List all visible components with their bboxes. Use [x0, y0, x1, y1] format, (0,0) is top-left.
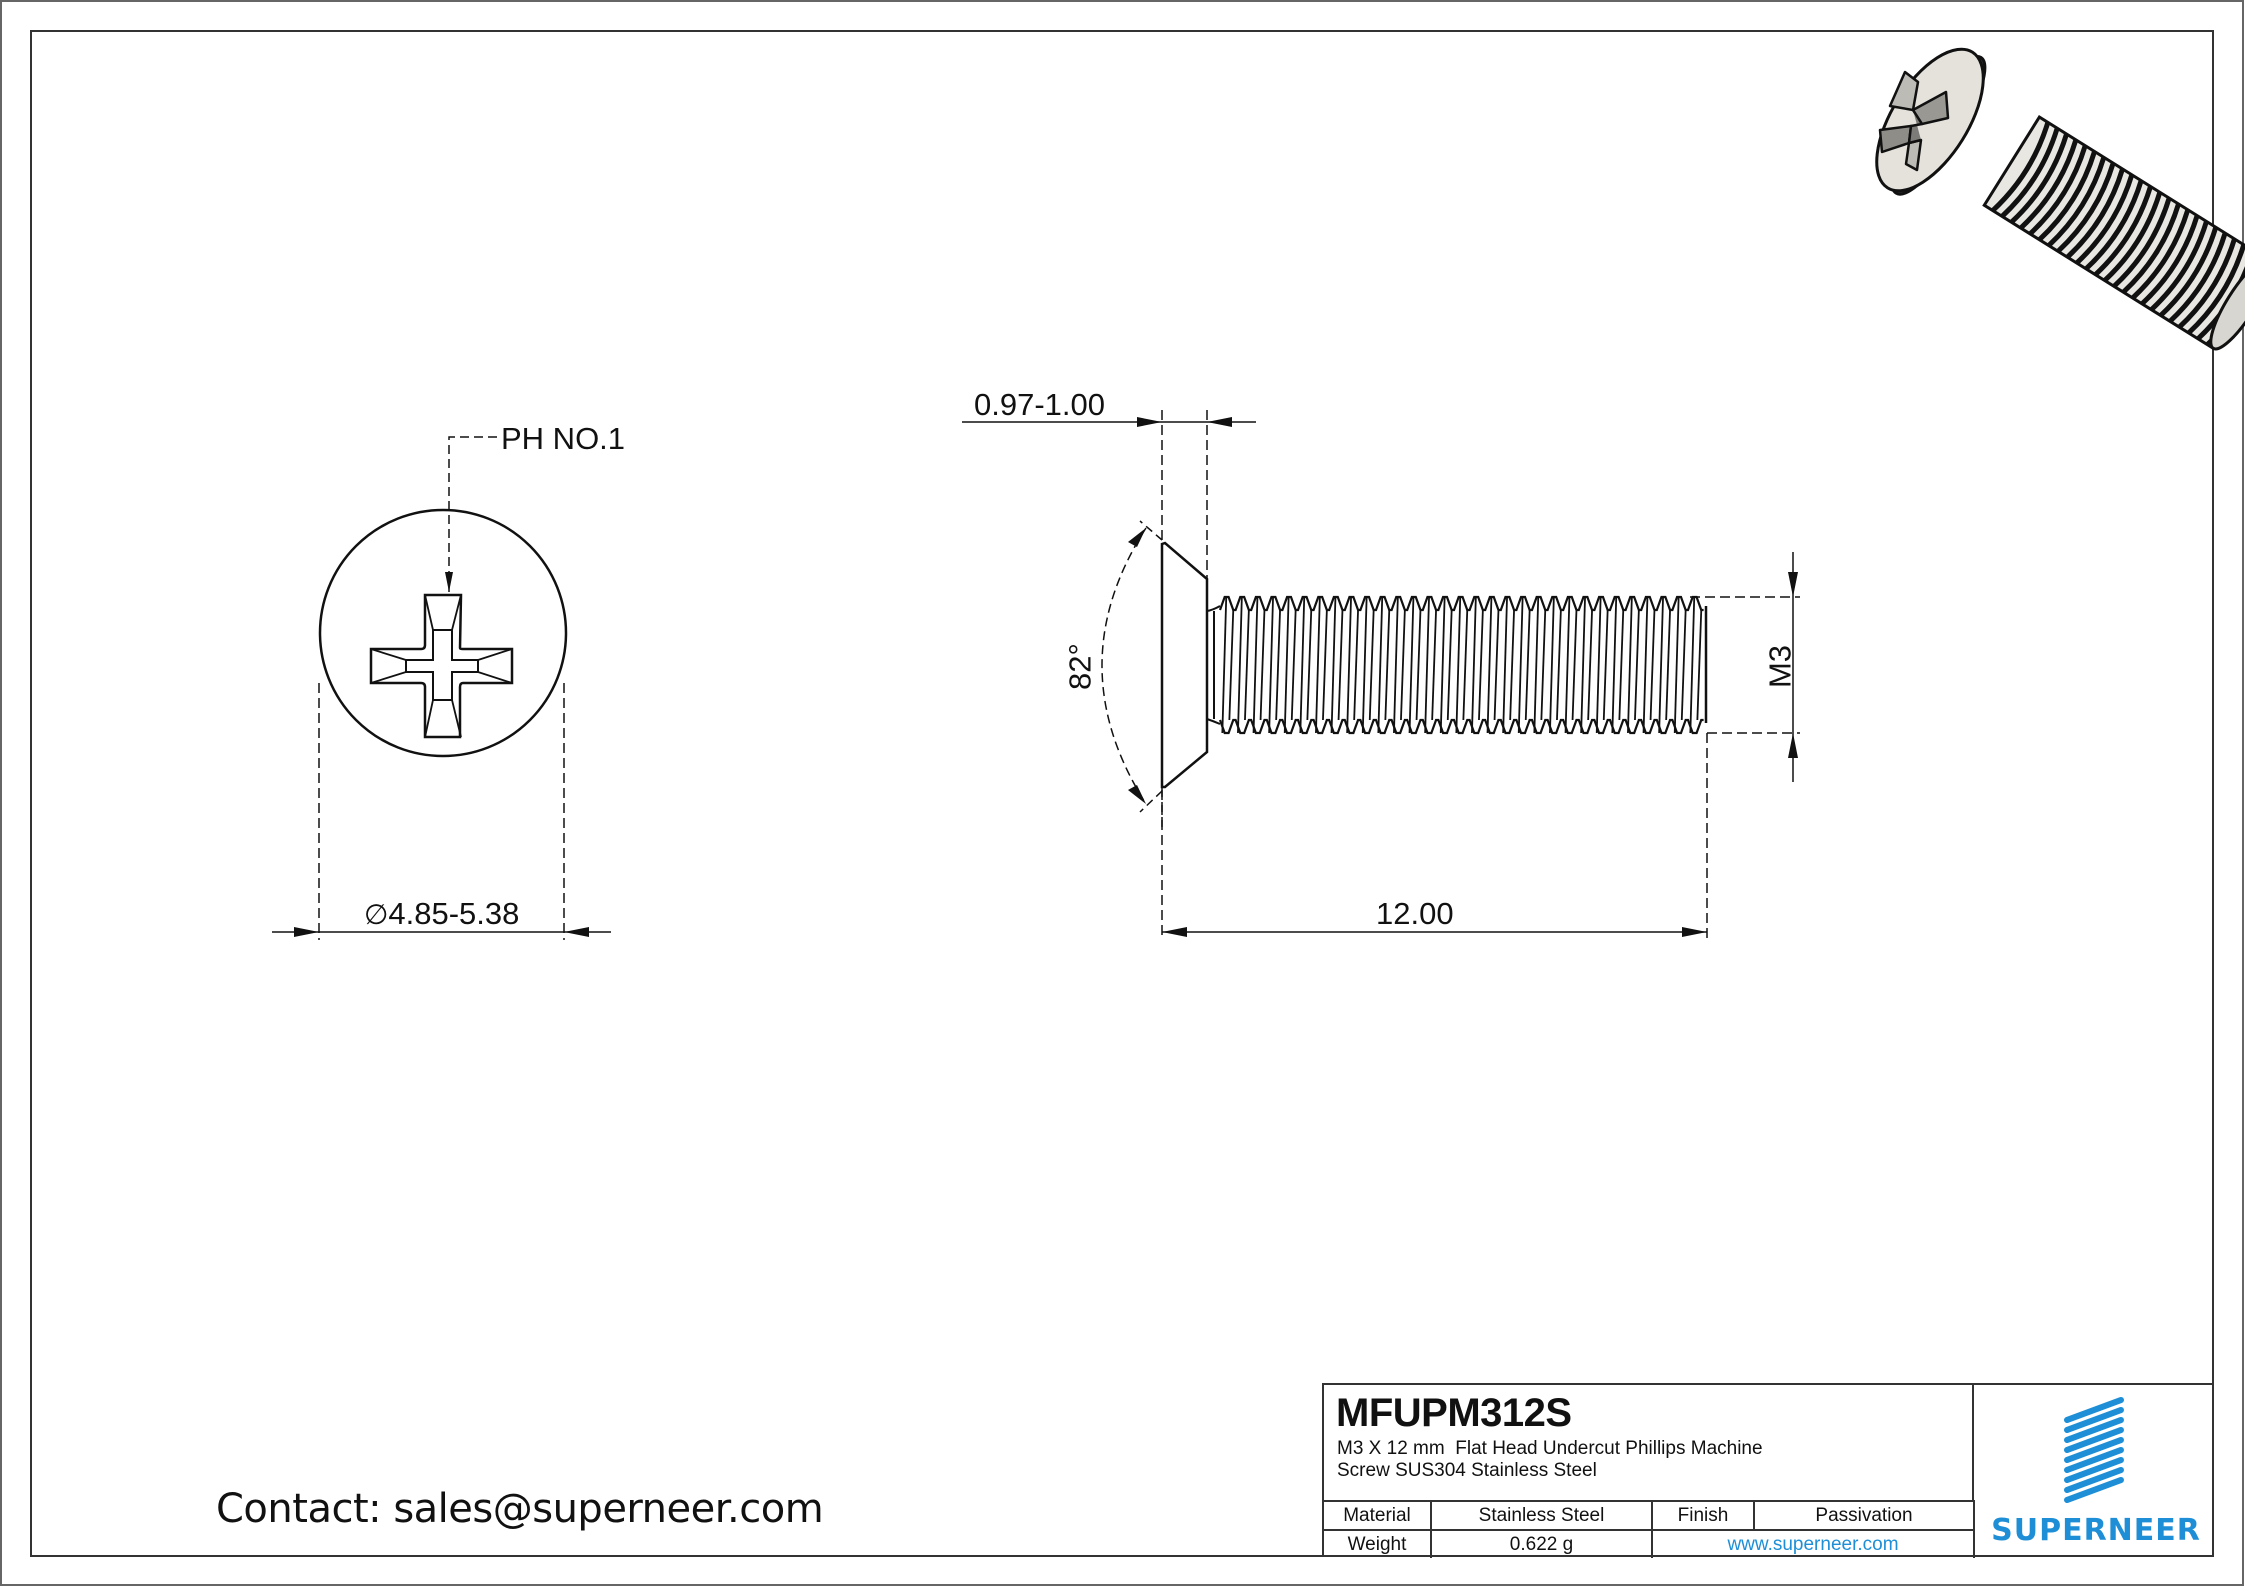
material-value: Stainless Steel	[1430, 1500, 1653, 1531]
logo-wordmark: SUPERNEER	[1991, 1513, 2201, 1548]
top-view	[272, 436, 611, 940]
side-view	[962, 410, 1800, 940]
logo-cell: SUPERNEER	[1974, 1385, 2213, 1556]
head-angle-label: 82°	[1062, 643, 1098, 690]
head-height-label: 0.97-1.00	[974, 387, 1105, 422]
material-label: Material	[1324, 1500, 1432, 1531]
weight-value: 0.622 g	[1430, 1529, 1653, 1558]
title-block-main: MFUPM312S M3 X 12 mm Flat Head Undercut …	[1324, 1385, 1974, 1500]
thread-size-label: M3	[1762, 644, 1798, 689]
head-diameter-value: 4.85-5.38	[388, 896, 520, 931]
isometric-screw-render	[1875, 47, 2245, 351]
head-diameter-label: ∅4.85-5.38	[364, 898, 519, 929]
website-link[interactable]: www.superneer.com	[1651, 1529, 1975, 1558]
phillips-recess-icon	[369, 593, 514, 739]
description-line-1: M3 X 12 mm Flat Head Undercut Phillips M…	[1337, 1438, 1763, 1459]
table-row: Material Stainless Steel Finish Passivat…	[1324, 1500, 1975, 1531]
table-row: Weight 0.622 g www.superneer.com	[1324, 1529, 1975, 1558]
spec-table: Material Stainless Steel Finish Passivat…	[1324, 1500, 1975, 1558]
recess-callout-label: PH NO.1	[501, 421, 626, 456]
contact-email[interactable]: Contact: sales@superneer.com	[216, 1486, 824, 1532]
part-number: MFUPM312S	[1336, 1391, 1572, 1435]
weight-label: Weight	[1324, 1529, 1432, 1558]
diameter-symbol-icon: ∅	[364, 898, 389, 931]
part-description: M3 X 12 mm Flat Head Undercut Phillips M…	[1337, 1438, 1957, 1482]
finish-value: Passivation	[1753, 1500, 1975, 1531]
description-line-2: Screw SUS304 Stainless Steel	[1337, 1460, 1597, 1481]
finish-label: Finish	[1651, 1500, 1755, 1531]
length-label: 12.00	[1376, 896, 1454, 931]
title-block: MFUPM312S M3 X 12 mm Flat Head Undercut …	[1322, 1383, 2213, 1558]
superneer-logo-icon	[2064, 1397, 2124, 1503]
